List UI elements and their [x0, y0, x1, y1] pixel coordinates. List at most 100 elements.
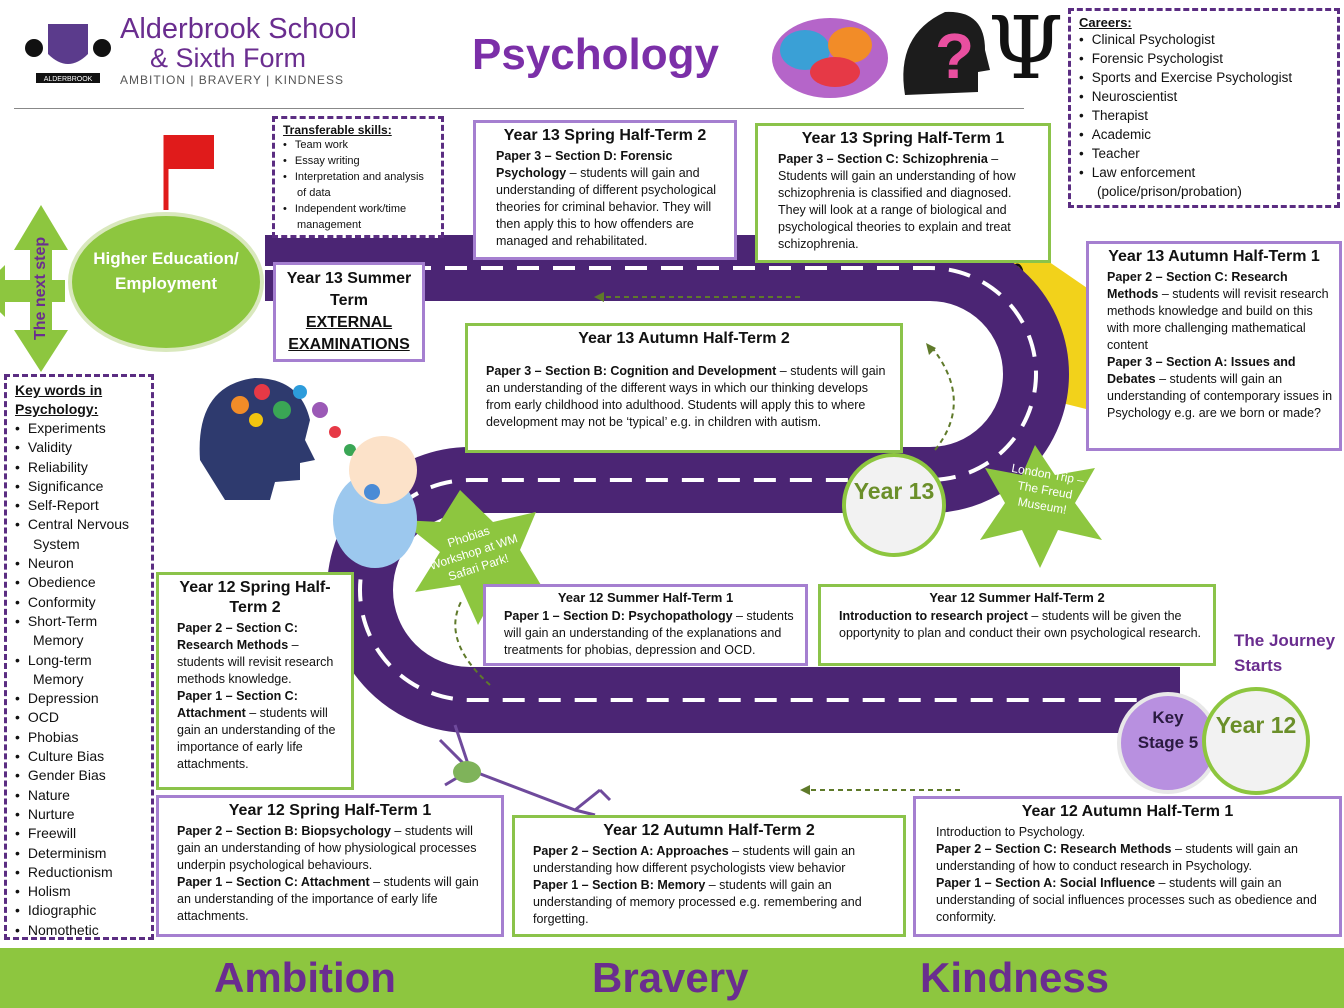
year13-label: Year 13 — [853, 478, 935, 504]
keyword-item: Gender Bias — [15, 766, 143, 785]
skills-title: Transferable skills: — [283, 123, 392, 137]
keyword-item: Self-Report — [15, 496, 143, 515]
keyword-item: Central Nervous System — [15, 515, 143, 554]
y12-summer2-bold: Introduction to research project — [839, 609, 1028, 623]
skills-item: Team work — [283, 137, 433, 153]
y12-spring1-bold2: Paper 1 – Section C: Attachment — [177, 875, 370, 889]
school-crest: ALDERBROOK — [22, 18, 114, 86]
keyword-item: Significance — [15, 477, 143, 496]
keywords-list: Experiments Validity Reliability Signifi… — [15, 419, 143, 940]
y12-autumn2-text1: – students will gain an understanding ho… — [533, 844, 856, 875]
y12-spring2-bold1: Paper 2 – Section C: Research Methods — [177, 621, 298, 652]
skills-item: Independent work/time management — [283, 201, 433, 233]
y13-spring2-box: Year 13 Spring Half-Term 2 Paper 3 – Sec… — [473, 120, 737, 260]
keyword-item: Short-Term Memory — [15, 612, 143, 651]
y12-summer2-text: – students will be given the opportynity… — [839, 609, 1202, 640]
colorful-brain-icon — [772, 18, 888, 98]
y13-spring2-title: Year 13 Spring Half-Term 2 — [503, 127, 707, 144]
skills-list: Team work Essay writing Interpretation a… — [283, 137, 433, 233]
y12-autumn2-bold1: Paper 2 – Section A: Approaches — [533, 844, 729, 858]
careers-item: Clinical Psychologist — [1079, 30, 1329, 49]
y12-summer1-title: Year 12 Summer Half-Term 1 — [557, 590, 734, 605]
footer-bravery: Bravery — [592, 954, 749, 1001]
crest-text: ALDERBROOK — [44, 76, 93, 83]
y13-autumn2-text: – students will gain an understanding of… — [486, 364, 886, 429]
y13-autumn2-bold: Paper 3 – Section B: Cognition and Devel… — [486, 364, 777, 378]
y12-spring2-bold2: Paper 1 – Section C: Attachment — [177, 689, 298, 720]
school-name-line1: Alderbrook School — [120, 13, 357, 45]
y13-summer-line2: EXAMINATIONS — [288, 336, 410, 353]
keyword-item: Determinism — [15, 844, 143, 863]
careers-item: Sports and Exercise Psychologist — [1079, 68, 1329, 87]
school-name-line2: & Sixth Form — [150, 43, 307, 73]
y12-autumn1-intro: Introduction to Psychology. — [936, 825, 1086, 839]
keywords-title: Key words in Psychology: — [15, 382, 103, 417]
y12-spring2-title: Year 12 Spring Half-Term 2 — [179, 579, 331, 616]
y12-spring2-text1: – students will revisit research methods… — [177, 638, 334, 686]
footer-kindness: Kindness — [920, 954, 1110, 1001]
y13-autumn2-box: Year 13 Autumn Half-Term 2 Paper 3 – Sec… — [465, 323, 903, 453]
keyword-item: Nature — [15, 786, 143, 805]
year12-label: Year 12 — [1215, 712, 1297, 738]
school-motto: AMBITION | BRAVERY | KINDNESS — [120, 73, 344, 87]
y13-autumn1-title: Year 13 Autumn Half-Term 1 — [1108, 248, 1320, 265]
keyword-item: Obedience — [15, 573, 143, 592]
y12-summer1-bold: Paper 1 – Section D: Psychopathology — [504, 609, 733, 623]
keyword-item: OCD — [15, 708, 143, 727]
y12-autumn2-box: Year 12 Autumn Half-Term 2 Paper 2 – Sec… — [512, 815, 906, 937]
y12-autumn1-text1: – students will gain an understanding of… — [936, 842, 1298, 873]
keyword-item: Reliability — [15, 458, 143, 477]
y12-autumn1-bold2: Paper 1 – Section A: Social Influence — [936, 876, 1156, 890]
next-step-arrows — [0, 205, 68, 372]
y13-spring1-box: Year 13 Spring Half-Term 1 Paper 3 – Sec… — [755, 123, 1051, 263]
keyword-item: Experiments — [15, 419, 143, 438]
y13-spring2-bold: Paper 3 – Section D: Forensic Psychology — [496, 149, 673, 180]
baby-icon — [333, 436, 417, 568]
keyword-item: Culture Bias — [15, 747, 143, 766]
keyword-item: Freewill — [15, 824, 143, 843]
y12-spring2-box: Year 12 Spring Half-Term 2 Paper 2 – Sec… — [156, 572, 354, 790]
keyword-item: Holism — [15, 882, 143, 901]
page-title: Psychology — [472, 30, 719, 79]
keyword-item: Conformity — [15, 593, 143, 612]
y12-spring1-text2: – students will gain an understanding of… — [177, 875, 479, 923]
careers-title: Careers: — [1079, 15, 1132, 30]
y13-autumn2-title: Year 13 Autumn Half-Term 2 — [578, 330, 790, 347]
y12-autumn2-title: Year 12 Autumn Half-Term 2 — [603, 822, 815, 839]
y12-spring2-text2: – students will gain an understanding of… — [177, 706, 336, 771]
y13-spring2-text: – students will gain and understanding o… — [496, 166, 717, 248]
y13-summer-title: Year 13 Summer Term — [286, 270, 412, 309]
careers-item: Forensic Psychologist — [1079, 49, 1329, 68]
london-trip-star — [980, 445, 1102, 568]
keyword-item: Nomothetic — [15, 921, 143, 940]
y13-spring1-bold: Paper 3 – Section C: Schizophrenia — [778, 152, 988, 166]
head-question-icon: ? — [903, 11, 990, 95]
y12-spring1-text1: – students will gain an understanding of… — [177, 824, 477, 872]
y12-autumn1-text2: – students will gain an understanding of… — [936, 876, 1317, 924]
journey-starts-label: The Journey Starts — [1234, 631, 1336, 675]
y13-spring1-title: Year 13 Spring Half-Term 1 — [801, 130, 1005, 147]
y12-autumn2-bold2: Paper 1 – Section B: Memory — [533, 878, 706, 892]
skills-box: Transferable skills: Team work Essay wri… — [272, 116, 444, 238]
y12-spring1-title: Year 12 Spring Half-Term 1 — [228, 802, 432, 819]
careers-item: Academic — [1079, 125, 1329, 144]
y13-spring1-text: – Students will gain an understanding of… — [778, 152, 1016, 251]
red-flag-icon — [163, 135, 214, 210]
psi-icon: Ψ — [988, 0, 1064, 99]
careers-item: Teacher — [1079, 144, 1329, 163]
y12-autumn1-box: Year 12 Autumn Half-Term 1 Introduction … — [913, 796, 1342, 937]
next-step-label: The next step — [32, 236, 49, 340]
y12-summer2-box: Year 12 Summer Half-Term 2 Introduction … — [818, 584, 1216, 666]
y12-autumn2-text2: – students will gain an understanding of… — [533, 878, 862, 926]
keyword-item: Neuron — [15, 554, 143, 573]
y12-spring1-bold1: Paper 2 – Section B: Biopsychology — [177, 824, 391, 838]
road-centerline — [265, 266, 1180, 702]
y12-autumn1-bold1: Paper 2 – Section C: Research Methods — [936, 842, 1172, 856]
brain-head-icon — [199, 378, 365, 500]
skills-item: Essay writing — [283, 153, 433, 169]
y13-autumn1-text2: – students will gain an understanding of… — [1107, 372, 1333, 420]
header-divider — [14, 108, 1024, 109]
y12-autumn1-title: Year 12 Autumn Half-Term 1 — [1021, 803, 1234, 820]
y13-autumn1-text1: – students will revisit research methods… — [1107, 287, 1329, 352]
svg-text:?: ? — [935, 20, 974, 92]
